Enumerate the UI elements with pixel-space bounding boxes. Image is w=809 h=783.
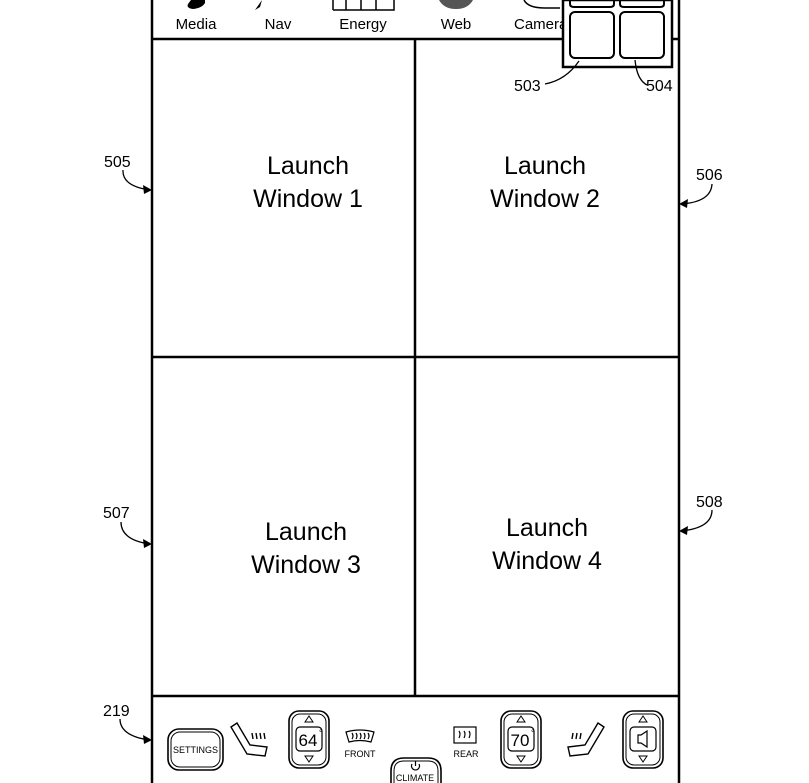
passenger-temp-value: 70 <box>511 731 530 750</box>
driver-temp-degree: ° <box>319 728 323 738</box>
camera-icon[interactable] <box>523 0 560 9</box>
volume-button[interactable] <box>622 710 664 769</box>
app-label-media[interactable]: Media <box>176 16 218 33</box>
driver-temp-control[interactable]: 64 ° <box>288 710 330 769</box>
app-label-camera[interactable]: Camera <box>514 16 568 33</box>
launch-window-4-line1: Launch <box>506 514 588 542</box>
launch-window-2-line2: Window 2 <box>490 185 600 213</box>
launch-window-3-line1: Launch <box>265 518 347 546</box>
passenger-seat-heater-icon[interactable] <box>567 722 605 757</box>
ref-508: 508 <box>696 494 723 511</box>
driver-temp-down-icon[interactable] <box>304 755 314 763</box>
leader-line-503 <box>544 60 580 85</box>
passenger-temp-up-icon[interactable] <box>516 715 526 723</box>
rear-defrost-label: REAR <box>453 749 479 759</box>
volume-up-icon[interactable] <box>638 715 648 723</box>
navigation-icon[interactable] <box>255 0 262 10</box>
ref-219: 219 <box>103 703 130 720</box>
ref-arrowheads <box>143 185 688 744</box>
driver-seat-heater-icon[interactable] <box>230 722 268 757</box>
ref-507: 507 <box>103 505 130 522</box>
front-defrost-icon <box>345 729 375 743</box>
launch-window-3[interactable]: Launch Window 3 <box>251 518 361 579</box>
climate-power-button[interactable]: CLIMATE <box>390 757 442 783</box>
launch-window-4[interactable]: Launch Window 4 <box>492 514 602 575</box>
launch-window-1-line2: Window 1 <box>253 185 363 213</box>
front-defrost-label: FRONT <box>345 749 376 759</box>
driver-temp-up-icon[interactable] <box>304 715 314 723</box>
launch-window-3-line2: Window 3 <box>251 551 361 579</box>
ref-504: 504 <box>646 78 673 95</box>
screen-frame <box>150 0 681 783</box>
settings-button[interactable]: SETTINGS <box>167 728 224 771</box>
leader-line-504 <box>634 59 648 86</box>
energy-icon[interactable] <box>332 0 395 11</box>
speaker-icon <box>637 729 648 749</box>
front-defrost-button[interactable]: FRONT <box>345 729 376 759</box>
climate-label: CLIMATE <box>396 773 434 783</box>
launch-window-2-line1: Launch <box>504 152 586 180</box>
app-label-nav[interactable]: Nav <box>265 16 292 33</box>
launch-window-1[interactable]: Launch Window 1 <box>253 152 363 213</box>
music-note-icon[interactable] <box>187 0 205 9</box>
passenger-temp-degree: ° <box>531 728 535 738</box>
ref-503: 503 <box>514 78 541 95</box>
power-icon <box>410 761 421 771</box>
launch-window-grid <box>152 39 679 698</box>
ref-506: 506 <box>696 167 723 184</box>
app-label-energy[interactable]: Energy <box>339 16 387 33</box>
launch-window-4-line2: Window 4 <box>492 547 602 575</box>
volume-down-icon[interactable] <box>638 755 648 763</box>
ref-505: 505 <box>104 154 131 171</box>
driver-temp-value: 64 <box>299 731 318 750</box>
globe-icon[interactable] <box>439 0 473 9</box>
launch-window-2[interactable]: Launch Window 2 <box>490 152 600 213</box>
rear-defrost-button[interactable]: REAR <box>453 726 479 759</box>
grid-tile-bottom-right[interactable] <box>619 11 665 59</box>
grid-tile-bottom-left[interactable] <box>569 11 615 59</box>
settings-label: SETTINGS <box>173 745 218 755</box>
app-label-web[interactable]: Web <box>441 16 472 33</box>
bottom-climate-bar: SETTINGS 64 ° FRONT <box>167 710 664 783</box>
top-app-bar: Media Nav Energy Web Camera <box>152 0 679 41</box>
rear-defrost-icon <box>453 726 477 744</box>
window-grid-selector[interactable] <box>561 0 674 69</box>
passenger-temp-control[interactable]: 70 ° <box>500 710 542 769</box>
passenger-temp-down-icon[interactable] <box>516 755 526 763</box>
launch-window-1-line1: Launch <box>267 152 349 180</box>
